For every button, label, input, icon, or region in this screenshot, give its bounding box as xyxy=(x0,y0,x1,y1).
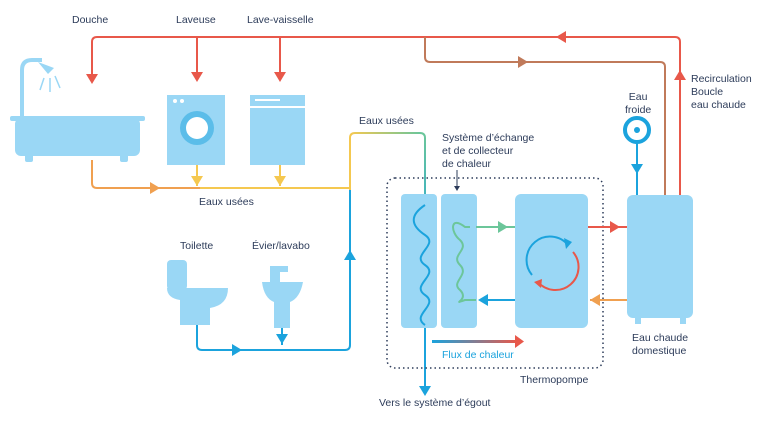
label-toilette: Toilette xyxy=(180,240,214,252)
label-echange: Système d’échange et de collecteur de ch… xyxy=(442,132,535,170)
flux-gradient-arrow xyxy=(432,340,517,343)
hot-water-supply-line xyxy=(91,36,681,195)
heat-pump-system-boundary xyxy=(386,177,604,369)
washing-machine-icon xyxy=(167,95,225,165)
label-evier: Évier/lavabo xyxy=(252,240,310,252)
hot-water-tank-icon xyxy=(627,195,693,324)
label-eaux-usees: Eaux usées xyxy=(199,196,254,208)
label-laveuse: Laveuse xyxy=(176,14,216,26)
exchanger-panel-right xyxy=(441,194,477,328)
waste-line-orange xyxy=(91,160,200,189)
heat-pump-unit xyxy=(515,194,588,328)
exchanger-panel-left xyxy=(401,194,437,328)
exchanger-coil-collector xyxy=(452,221,476,303)
label-lave-vaisselle: Lave-vaisselle xyxy=(247,14,314,26)
bathtub-icon xyxy=(10,58,145,162)
toilet-icon xyxy=(167,260,228,325)
hot-arrows xyxy=(86,31,686,84)
label-eau-chaude: Eau chaude domestique xyxy=(632,332,689,357)
label-thermopompe: Thermopompe xyxy=(520,374,589,386)
cold-water-valve-icon xyxy=(623,116,651,195)
label-eau-froide: Eau froide xyxy=(625,91,652,116)
waste-line-to-exchanger xyxy=(349,132,420,190)
label-flux: Flux de chaleur xyxy=(442,349,514,361)
label-douche: Douche xyxy=(72,14,109,26)
dishwasher-icon xyxy=(250,95,305,165)
label-recirculation: Recirculation Boucle eau chaude xyxy=(691,73,752,111)
recirculation-line xyxy=(424,37,666,195)
label-eaux-usees-top: Eaux usées xyxy=(359,115,414,127)
label-egout: Vers le système d’égout xyxy=(379,397,491,409)
sink-icon xyxy=(262,266,303,328)
exchanger-coil-waste xyxy=(412,204,431,326)
